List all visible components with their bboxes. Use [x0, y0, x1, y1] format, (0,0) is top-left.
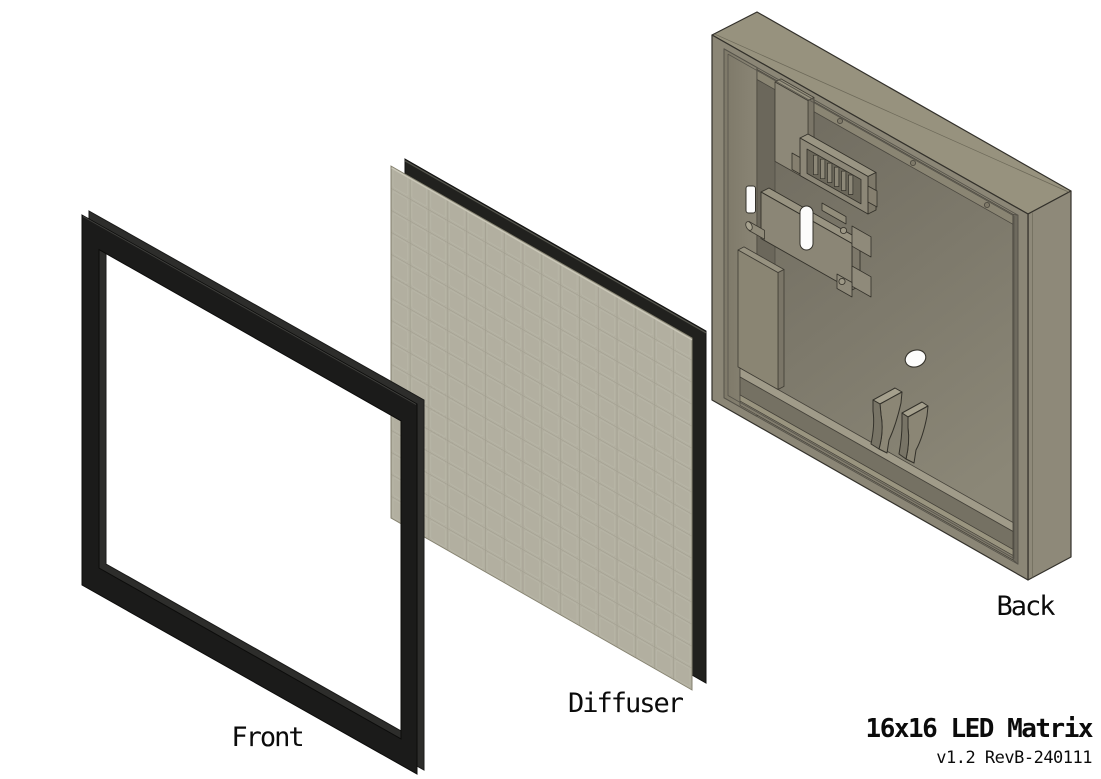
pcb-plate-clip-lower — [851, 265, 872, 298]
diffuser-part[interactable] — [390, 158, 707, 691]
back-round-hole — [904, 349, 927, 368]
side-pin-cap — [745, 221, 753, 231]
connector-boss-left-tab — [791, 152, 801, 175]
label-diffuser: Diffuser — [568, 688, 684, 719]
rim-screw-divots — [836, 117, 991, 209]
pcb-plate-slot-hole — [799, 205, 814, 251]
diffuser-face-top-highlight — [391, 167, 693, 341]
back-left-ledge-right-face — [777, 269, 785, 390]
diffuser-back-frame-top-bevel — [404, 160, 707, 334]
pcb-plate-clip-upper — [851, 225, 872, 258]
bottom-clip-right — [898, 401, 929, 464]
rim-divot-2 — [909, 159, 917, 167]
pcb-snap-pin-bottom — [838, 277, 846, 286]
bottom-clip-left — [870, 387, 903, 454]
connector-boss-right-tab — [867, 185, 878, 208]
back-outer-right-face — [1027, 190, 1072, 581]
label-back: Back — [996, 591, 1055, 622]
connector-pin-slots — [813, 154, 854, 195]
back-top-face-edge-line — [714, 33, 1069, 193]
front-frame-top-highlight — [82, 215, 417, 405]
pcb-snap-pin-top — [839, 226, 848, 235]
clip-left-front — [870, 399, 883, 450]
connector-boss-bottom-tab — [821, 202, 847, 225]
clip-right-front — [898, 412, 910, 460]
front-frame-part[interactable] — [81, 210, 425, 775]
back-rim-groove-outer — [723, 48, 1019, 565]
annotations: Front Diffuser Back 16x16 LED Matrix v1.… — [231, 591, 1094, 768]
label-front: Front — [231, 722, 302, 753]
front-frame-face — [81, 214, 418, 775]
back-enclosure-part[interactable] — [711, 11, 1072, 581]
drawing-version: v1.2 RevB-240111 — [936, 748, 1092, 768]
drawing-title: 16x16 LED Matrix — [866, 714, 1093, 744]
back-left-ledge-front-face — [737, 249, 779, 390]
back-rim-groove-inner — [727, 53, 1015, 559]
back-wall-slot-hole — [745, 185, 756, 214]
rim-divot-3 — [983, 201, 991, 209]
front-frame-depth-bevel — [88, 210, 425, 771]
rim-divot-1 — [836, 117, 844, 125]
